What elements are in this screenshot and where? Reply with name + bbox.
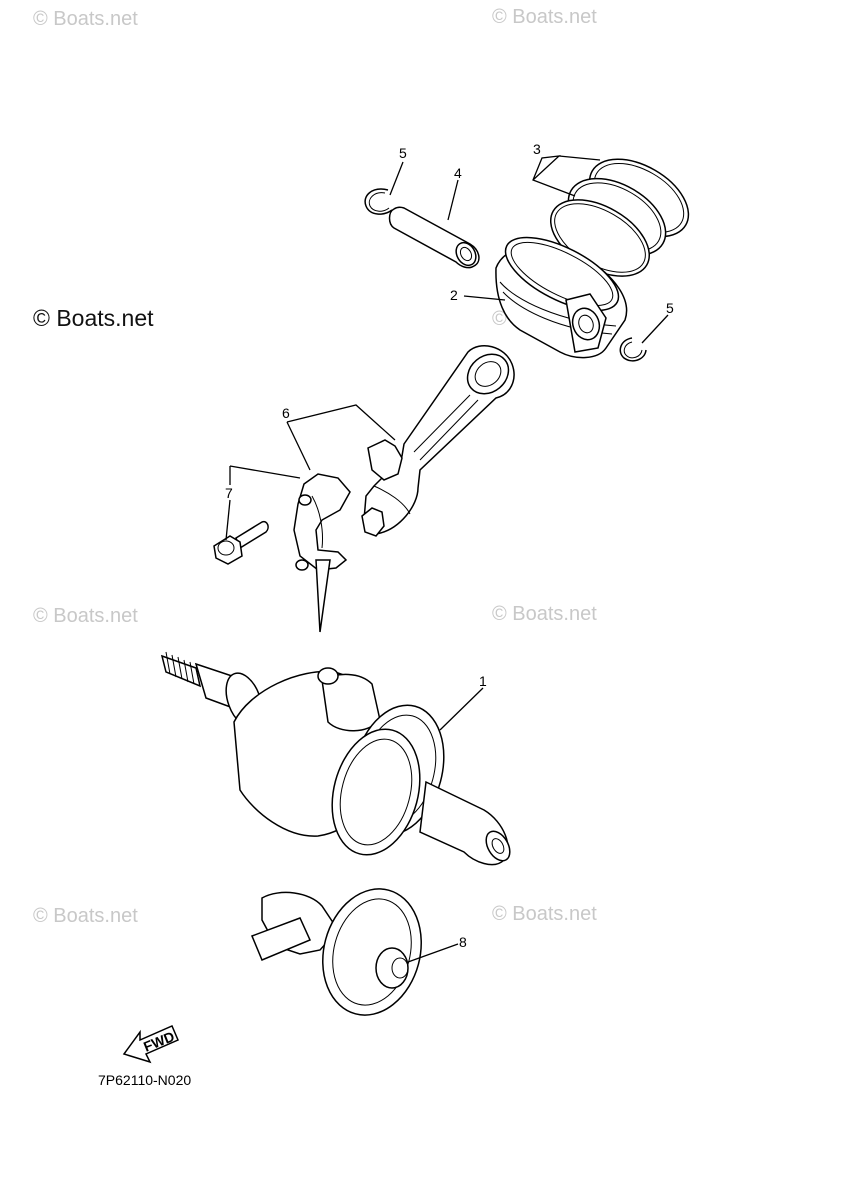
- callout-8: 8: [459, 934, 467, 950]
- watermark-bottom-right: © Boats.net: [492, 903, 597, 925]
- crankshaft-icon[interactable]: [160, 651, 515, 866]
- fwd-label: FWD: [141, 1028, 177, 1055]
- watermark-mid-left: © Boats.net: [33, 605, 138, 627]
- watermark-top-left: © Boats.net: [33, 8, 138, 30]
- watermark-mid-right: © Boats.net: [492, 603, 597, 625]
- piston-icon[interactable]: [495, 223, 629, 359]
- callout-1: 1: [479, 673, 487, 689]
- callout-5-right: 5: [666, 300, 674, 316]
- fwd-arrow-icon: FWD: [122, 1025, 179, 1064]
- circlip-icon[interactable]: [364, 188, 393, 215]
- watermark-top-right: © Boats.net: [492, 6, 597, 28]
- bearing-cap-icon[interactable]: [293, 473, 351, 633]
- piston-pin-icon[interactable]: [388, 206, 480, 269]
- callout-2: 2: [450, 287, 458, 303]
- callout-6: 6: [282, 405, 290, 421]
- callout-5-left: 5: [399, 145, 407, 161]
- connecting-rod-icon[interactable]: [361, 345, 516, 537]
- bolt-icon[interactable]: [213, 520, 269, 565]
- watermark-bottom-left: © Boats.net: [33, 905, 138, 927]
- callout-4: 4: [454, 165, 462, 181]
- diagram-code: 7P62110-N020: [98, 1072, 191, 1088]
- crank-gear: [331, 704, 445, 856]
- watermark-large: © Boats.net: [33, 305, 154, 331]
- callout-3: 3: [533, 141, 541, 157]
- circlip-icon[interactable]: [619, 337, 647, 362]
- callout-7: 7: [225, 485, 233, 501]
- leader-lines: [225, 155, 669, 963]
- balancer-shaft-icon[interactable]: [251, 878, 435, 1026]
- callouts: 5 4 3 2 5 6 7 1 8: [225, 141, 674, 950]
